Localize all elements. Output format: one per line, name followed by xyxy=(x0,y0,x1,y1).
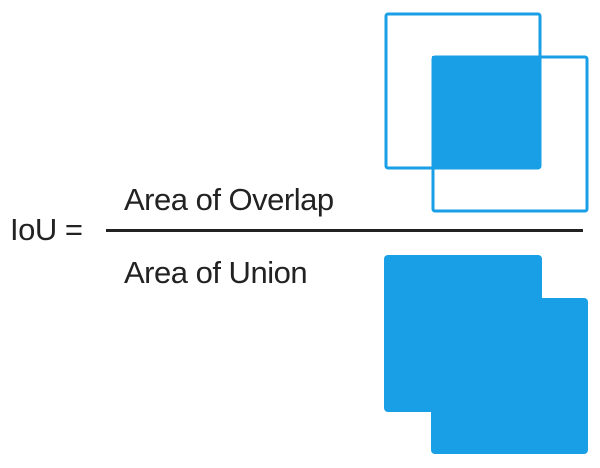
box-a-outline xyxy=(384,12,542,170)
fraction-bar xyxy=(106,229,583,232)
numerator-label: Area of Overlap xyxy=(124,182,334,217)
overlap-region xyxy=(432,56,540,168)
box-b-outline xyxy=(431,55,589,213)
denominator-label: Area of Union xyxy=(124,255,308,290)
overlap-illustration xyxy=(384,12,589,213)
union-illustration xyxy=(384,255,588,454)
iou-label: IoU = xyxy=(10,212,83,247)
union-box-b xyxy=(431,298,588,454)
